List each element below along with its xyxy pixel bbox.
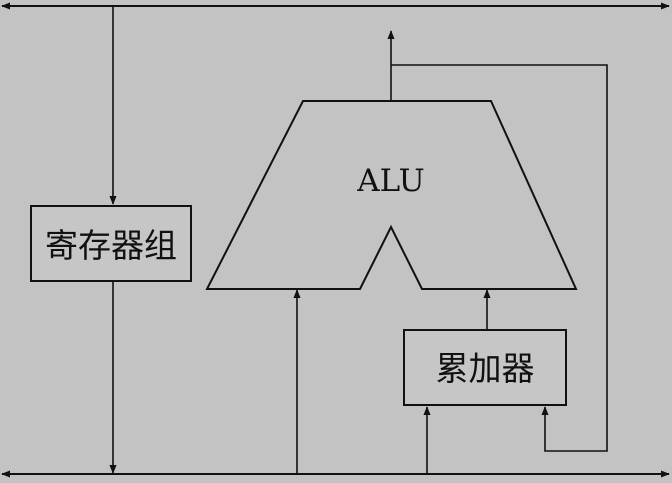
register-file-box: [30, 205, 192, 282]
alu-shape: [205, 100, 578, 290]
accumulator-label: 累加器: [436, 349, 535, 388]
accumulator-box: [403, 329, 567, 406]
alu-label: ALU: [356, 163, 424, 199]
alu-feedback-path: [391, 64, 608, 452]
register-file-label: 寄存器组: [45, 226, 177, 265]
